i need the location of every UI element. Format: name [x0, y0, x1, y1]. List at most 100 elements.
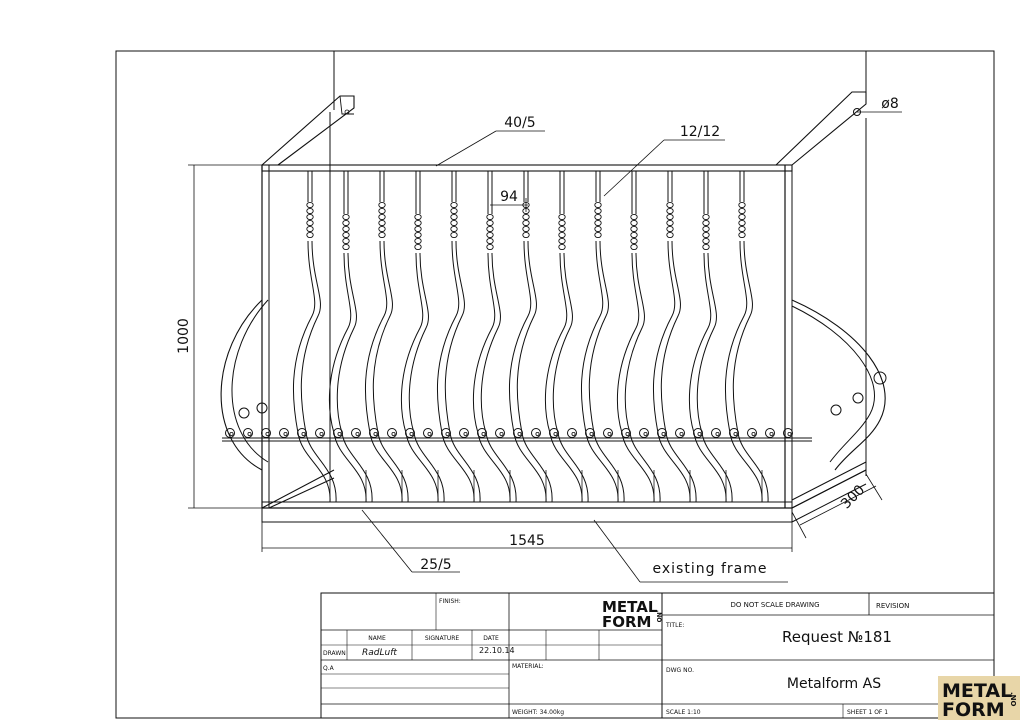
leader-existing-frame	[593, 519, 788, 583]
spacing-label: 94	[500, 189, 518, 205]
baluster-twist	[666, 219, 674, 227]
baluster-twist	[306, 219, 314, 227]
depth-label: 300	[838, 482, 868, 512]
baluster-twist	[738, 201, 746, 209]
scroll-curl	[747, 428, 757, 438]
baluster-twist	[522, 213, 530, 221]
scroll-curl	[247, 431, 252, 436]
scroll-curl	[603, 428, 613, 438]
scroll-curl	[769, 431, 774, 436]
baluster-twist	[666, 231, 674, 239]
svg-text:FORM: FORM	[602, 613, 651, 631]
baluster-twist	[450, 231, 458, 239]
wall-lines	[333, 51, 867, 476]
baluster-curve	[364, 240, 403, 503]
right-return-frame	[775, 91, 867, 509]
baluster-twist	[414, 231, 422, 239]
baluster-twist	[342, 243, 350, 251]
scroll-curl	[499, 431, 504, 436]
scroll-curl	[571, 431, 576, 436]
scroll-curl	[387, 428, 397, 438]
baluster-twist	[702, 243, 710, 251]
baluster-twist	[558, 243, 566, 251]
scroll-curl	[459, 428, 469, 438]
baluster-twist	[666, 213, 674, 221]
scroll-curl	[409, 431, 414, 436]
qa-label: Q.A	[323, 665, 335, 672]
baluster-twist	[306, 225, 314, 233]
baluster-curve	[444, 240, 481, 503]
baluster-twist	[558, 231, 566, 239]
baluster-twist	[666, 207, 674, 215]
baluster-twist	[630, 231, 638, 239]
baluster-curve	[436, 240, 475, 503]
baluster-curve	[652, 240, 691, 503]
baluster-twist	[666, 225, 674, 233]
baluster-curve	[732, 240, 769, 503]
baluster-twist	[486, 237, 494, 245]
baluster-twist	[558, 237, 566, 245]
revision-label: REVISION	[876, 602, 909, 610]
baluster-curve	[696, 252, 733, 503]
baluster-twist	[450, 225, 458, 233]
scroll-curl	[643, 431, 648, 436]
baluster-twist	[378, 213, 386, 221]
baluster-twist	[378, 207, 386, 215]
bottom-rail-label: 25/5	[420, 557, 451, 573]
scroll-curl	[265, 431, 270, 436]
baluster-curve	[616, 252, 655, 503]
scroll-curl	[373, 431, 378, 436]
baluster-twist	[306, 201, 314, 209]
baluster-twist	[378, 219, 386, 227]
metalform-logo: METAL FORM .NO	[600, 595, 662, 631]
baluster-twist	[594, 207, 602, 215]
scale-label: SCALE 1:10	[666, 709, 701, 716]
baluster-twist	[486, 243, 494, 251]
bar-section-label: 12/12	[680, 124, 720, 140]
baluster-twist	[306, 213, 314, 221]
depth-dimension	[791, 473, 883, 539]
do-not-scale-note: DO NOT SCALE DRAWING	[730, 601, 819, 609]
scroll-curl	[337, 431, 342, 436]
drawn-name: RadLuft	[362, 648, 397, 658]
baluster-twist	[486, 213, 494, 221]
leader-top-rail	[435, 130, 545, 167]
baluster-twist	[342, 219, 350, 227]
baluster-twist	[702, 225, 710, 233]
baluster-twist	[414, 225, 422, 233]
scroll-curl	[733, 431, 738, 436]
scroll-curl	[279, 428, 289, 438]
svg-text:METAL: METAL	[602, 598, 658, 616]
baluster-twist	[702, 213, 710, 221]
baluster-twist	[378, 225, 386, 233]
drawn-label: DRAWN	[323, 650, 346, 657]
scroll-curl	[261, 428, 271, 438]
front-frame	[261, 164, 793, 509]
existing-frame	[261, 469, 867, 523]
baluster-twist	[594, 201, 602, 209]
existing-frame-label: existing frame	[653, 561, 768, 577]
length-label: 1545	[509, 533, 545, 549]
length-dimension	[261, 522, 793, 552]
baluster-twist	[378, 231, 386, 239]
baluster-twist	[414, 219, 422, 227]
scroll-curl	[531, 428, 541, 438]
baluster-twist	[558, 219, 566, 227]
baluster-twist	[342, 225, 350, 233]
scroll-curl	[783, 428, 793, 438]
scroll-row	[222, 428, 812, 442]
balusters	[292, 171, 769, 503]
scroll-curl	[477, 428, 487, 438]
svg-text:.NO: .NO	[1009, 692, 1017, 707]
baluster-twist	[630, 243, 638, 251]
scroll-curl	[621, 428, 631, 438]
scroll-curl	[553, 431, 558, 436]
scroll-curl	[765, 428, 775, 438]
baluster-curve	[588, 240, 625, 503]
baluster-twist	[738, 213, 746, 221]
baluster-curve	[724, 240, 763, 503]
baluster-twist	[666, 201, 674, 209]
title-label: TITLE:	[665, 622, 684, 629]
baluster-curve	[688, 252, 727, 503]
